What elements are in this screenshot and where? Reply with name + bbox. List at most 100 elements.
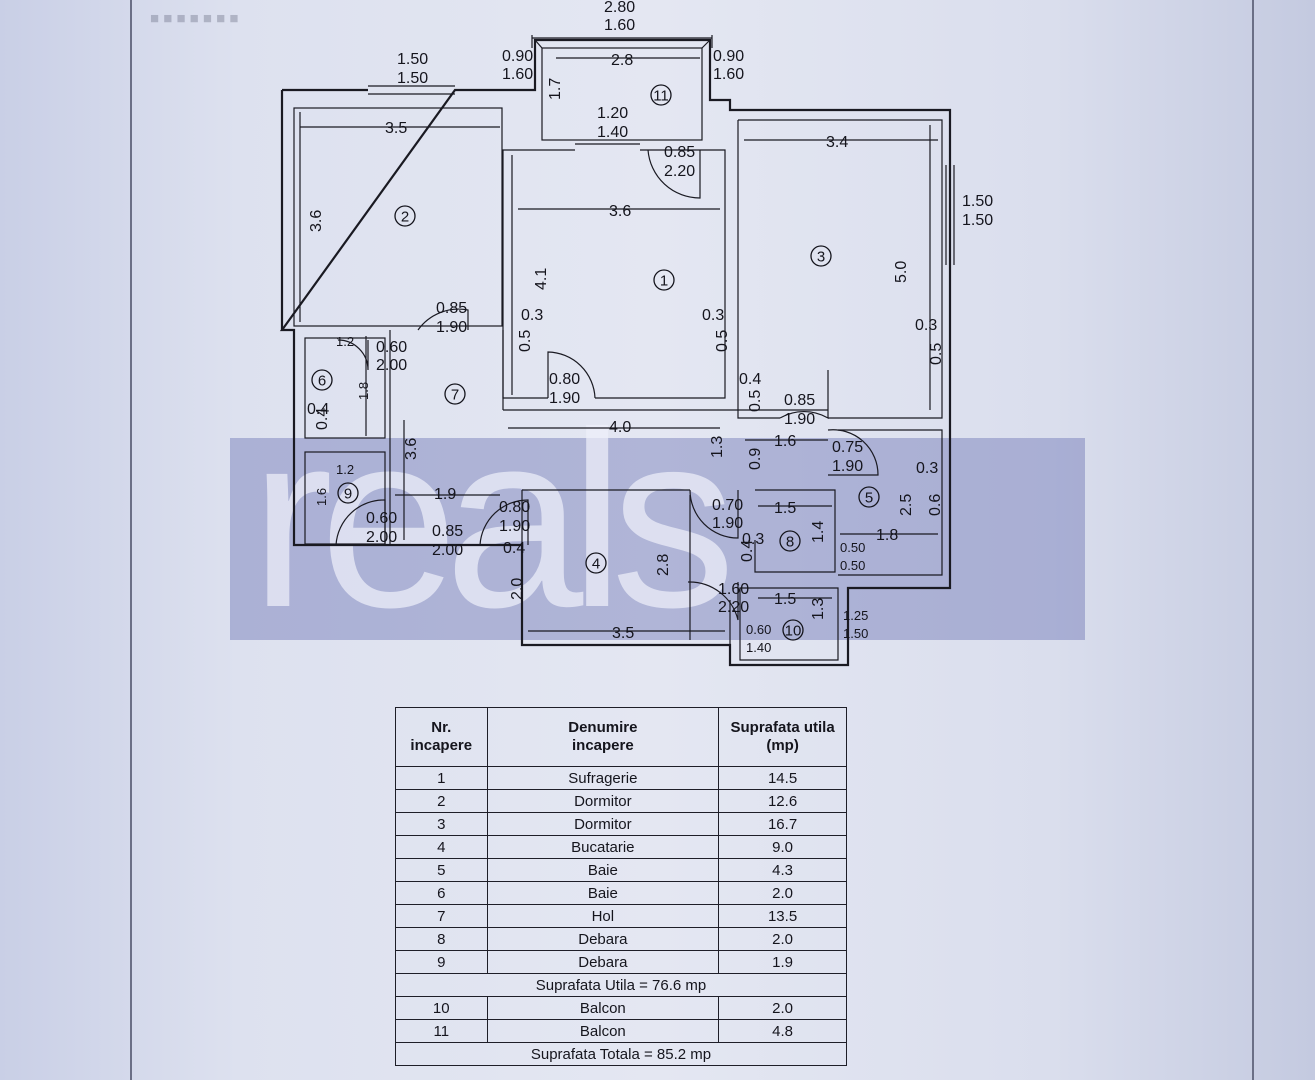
cell-area: 16.7 — [718, 812, 847, 836]
cell-nr: 4 — [395, 835, 488, 859]
dim-label: 2.0 — [509, 578, 526, 600]
dim-label: 1.90 — [712, 515, 743, 532]
dim-label: 2.00 — [432, 542, 463, 559]
cell-nr: 10 — [395, 996, 488, 1020]
room-number-4: 4 — [585, 552, 607, 574]
dim-label: 1.6 — [314, 488, 329, 506]
dim-label: 1.2 — [336, 334, 354, 349]
dim-label: 0.75 — [832, 439, 863, 456]
dim-label: 0.80 — [549, 371, 580, 388]
cell-nr: 2 — [395, 789, 488, 813]
dim-label: 1.25 — [843, 608, 868, 623]
dim-label: 0.90 — [713, 48, 744, 65]
dim-label: 0.6 — [927, 494, 944, 516]
dim-label: 1.8 — [356, 382, 371, 400]
cell-nr: 8 — [395, 927, 488, 951]
cell-name: Debara — [486, 950, 720, 974]
watermark-logo: reals — [250, 380, 736, 659]
dim-label: 0.5 — [928, 343, 945, 365]
cell-name: Bucatarie — [486, 835, 720, 859]
dim-label: 3.4 — [826, 134, 848, 151]
cell-area: 2.0 — [718, 996, 847, 1020]
room-number-5: 5 — [858, 486, 880, 508]
dim-label: 0.4 — [314, 408, 331, 430]
dim-label: 2.00 — [376, 357, 407, 374]
room-number-11: 11 — [650, 84, 672, 106]
dim-label: 0.80 — [499, 499, 530, 516]
dim-label: 0.4 — [503, 540, 525, 557]
cell-name: Sufragerie — [486, 766, 720, 790]
dim-label: 0.60 — [366, 510, 397, 527]
svg-text:8: 8 — [786, 534, 794, 551]
dim-label: 1.60 — [718, 581, 749, 598]
dim-label: 0.5 — [714, 330, 731, 352]
dim-label: 1.2 — [336, 462, 354, 477]
cell-area: 1.9 — [718, 950, 847, 974]
cell-nr: 7 — [395, 904, 488, 928]
cell-nr: 6 — [395, 881, 488, 905]
top-dim-upper: 2.80 — [604, 0, 635, 16]
cell-nr: 5 — [395, 858, 488, 882]
cell-nr: 9 — [395, 950, 488, 974]
room-number-10: 10 — [782, 619, 804, 641]
room-number-1: 1 — [653, 269, 675, 291]
window-dim-lower: 1.50 — [397, 70, 428, 87]
dim-label: 1.60 — [713, 66, 744, 83]
dim-label: 2.5 — [898, 494, 915, 516]
dim-label: 1.90 — [436, 319, 467, 336]
dim-label: 0.85 — [664, 144, 695, 161]
dim-label: 0.50 — [840, 558, 865, 573]
cell-name: Dormitor — [486, 812, 720, 836]
dim-label: 1.90 — [499, 518, 530, 535]
dim-label: 1.90 — [784, 411, 815, 428]
subtotal-cell: Suprafata Utila = 76.6 mp — [395, 973, 847, 997]
dim-label: 1.50 — [962, 212, 993, 229]
room-area-table: Nr. incapere Denumire incapere Suprafata… — [395, 707, 847, 1066]
dim-label: 0.5 — [747, 390, 764, 412]
dim-label: 0.4 — [307, 401, 329, 418]
room-number-2: 2 — [394, 205, 416, 227]
dim-label: 2.00 — [366, 529, 397, 546]
dim-label: 0.60 — [746, 622, 771, 637]
svg-text:6: 6 — [318, 373, 326, 390]
cell-name: Baie — [486, 858, 720, 882]
dim-label: 1.8 — [876, 527, 898, 544]
dim-label: 3.5 — [385, 120, 407, 137]
subtotal-row: Suprafata Utila = 76.6 mp — [395, 973, 847, 997]
cell-area: 14.5 — [718, 766, 847, 790]
dim-label: 1.90 — [549, 390, 580, 407]
dim-label: 0.85 — [784, 392, 815, 409]
dim-label: 0.3 — [915, 317, 937, 334]
cell-nr: 11 — [395, 1019, 488, 1043]
room-number-6: 6 — [311, 369, 333, 391]
cell-name: Hol — [486, 904, 720, 928]
dim-label: 1.9 — [434, 486, 456, 503]
dim-label: 2.20 — [664, 163, 695, 180]
cell-nr: 3 — [395, 812, 488, 836]
dim-label: 1.50 — [962, 193, 993, 210]
svg-text:9: 9 — [344, 486, 352, 503]
cell-name: Balcon — [486, 996, 720, 1020]
dim-label: 0.4 — [739, 371, 761, 388]
window-dim-upper: 1.50 — [397, 51, 428, 68]
cell-area: 2.0 — [718, 927, 847, 951]
svg-text:10: 10 — [785, 623, 802, 640]
dim-label: 1.5 — [774, 591, 796, 608]
dim-label: 0.4 — [739, 540, 756, 562]
dim-label: 2.8 — [611, 52, 633, 69]
cell-area: 4.3 — [718, 858, 847, 882]
dim-label: 3.6 — [609, 203, 631, 220]
svg-text:11: 11 — [653, 88, 669, 105]
dim-label: 3.5 — [612, 625, 634, 642]
dim-label: 1.90 — [832, 458, 863, 475]
cell-area: 2.0 — [718, 881, 847, 905]
room-number-7: 7 — [444, 383, 466, 405]
dim-label: 1.7 — [547, 78, 564, 100]
sheet-border-right — [1252, 0, 1254, 1080]
column-header-nr: Nr. incapere — [395, 707, 488, 767]
